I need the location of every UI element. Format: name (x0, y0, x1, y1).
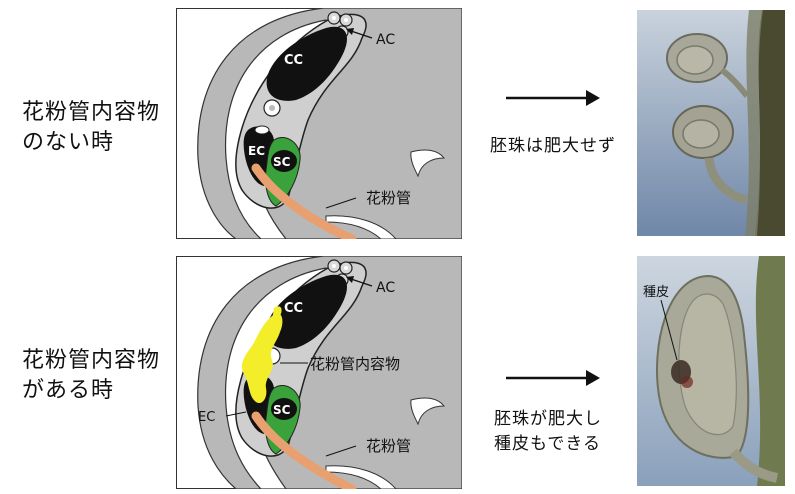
ovule-photo-enlarged: 種皮 (637, 256, 785, 486)
pollen-tube-contents (241, 313, 283, 404)
central-cell (266, 274, 348, 349)
ac-label: AC (376, 32, 395, 48)
row2-result: 胚珠が肥大し 種皮もできる (494, 407, 602, 457)
ovule-diagram-no-contents: CC EC SC AC 花粉管 (176, 8, 462, 239)
row2-result-line1: 胚珠が肥大し (494, 409, 602, 429)
row1-label-line2: のない時 (22, 130, 115, 155)
ec-label: EC (198, 410, 215, 425)
pollen-tube-label: 花粉管 (366, 189, 411, 207)
sc-label: SC (273, 403, 291, 417)
pollen-tube (251, 163, 357, 239)
row2-result-line2: 種皮もできる (494, 434, 601, 454)
ovule-photo-no-enlargement (637, 10, 785, 236)
cc-label: CC (284, 53, 303, 68)
ec-label: EC (248, 144, 265, 158)
row2-label: 花粉管内容物 がある時 (22, 346, 160, 406)
row2-label-line2: がある時 (22, 378, 115, 403)
contents-label: 花粉管内容物 (310, 355, 400, 373)
pollen-tube-label: 花粉管 (366, 437, 411, 455)
row1-label-line1: 花粉管内容物 (22, 100, 161, 125)
row1-result: 胚珠は肥大せず (490, 134, 616, 159)
seed-coat-label: 種皮 (643, 284, 669, 300)
ovule-diagram-with-contents: CC SC AC 花粉管内容物 EC 花粉管 (176, 256, 462, 489)
row2-label-line1: 花粉管内容物 (22, 348, 161, 373)
arrow-right-icon (506, 90, 600, 106)
arrow-right-icon (506, 370, 600, 386)
row1-result-line1: 胚珠は肥大せず (490, 136, 616, 156)
cc-label: CC (284, 301, 303, 316)
ac-label: AC (376, 280, 395, 296)
sc-label: SC (273, 155, 291, 169)
row1-label: 花粉管内容物 のない時 (22, 98, 160, 158)
pollen-tube (251, 411, 357, 489)
central-cell (266, 26, 348, 101)
